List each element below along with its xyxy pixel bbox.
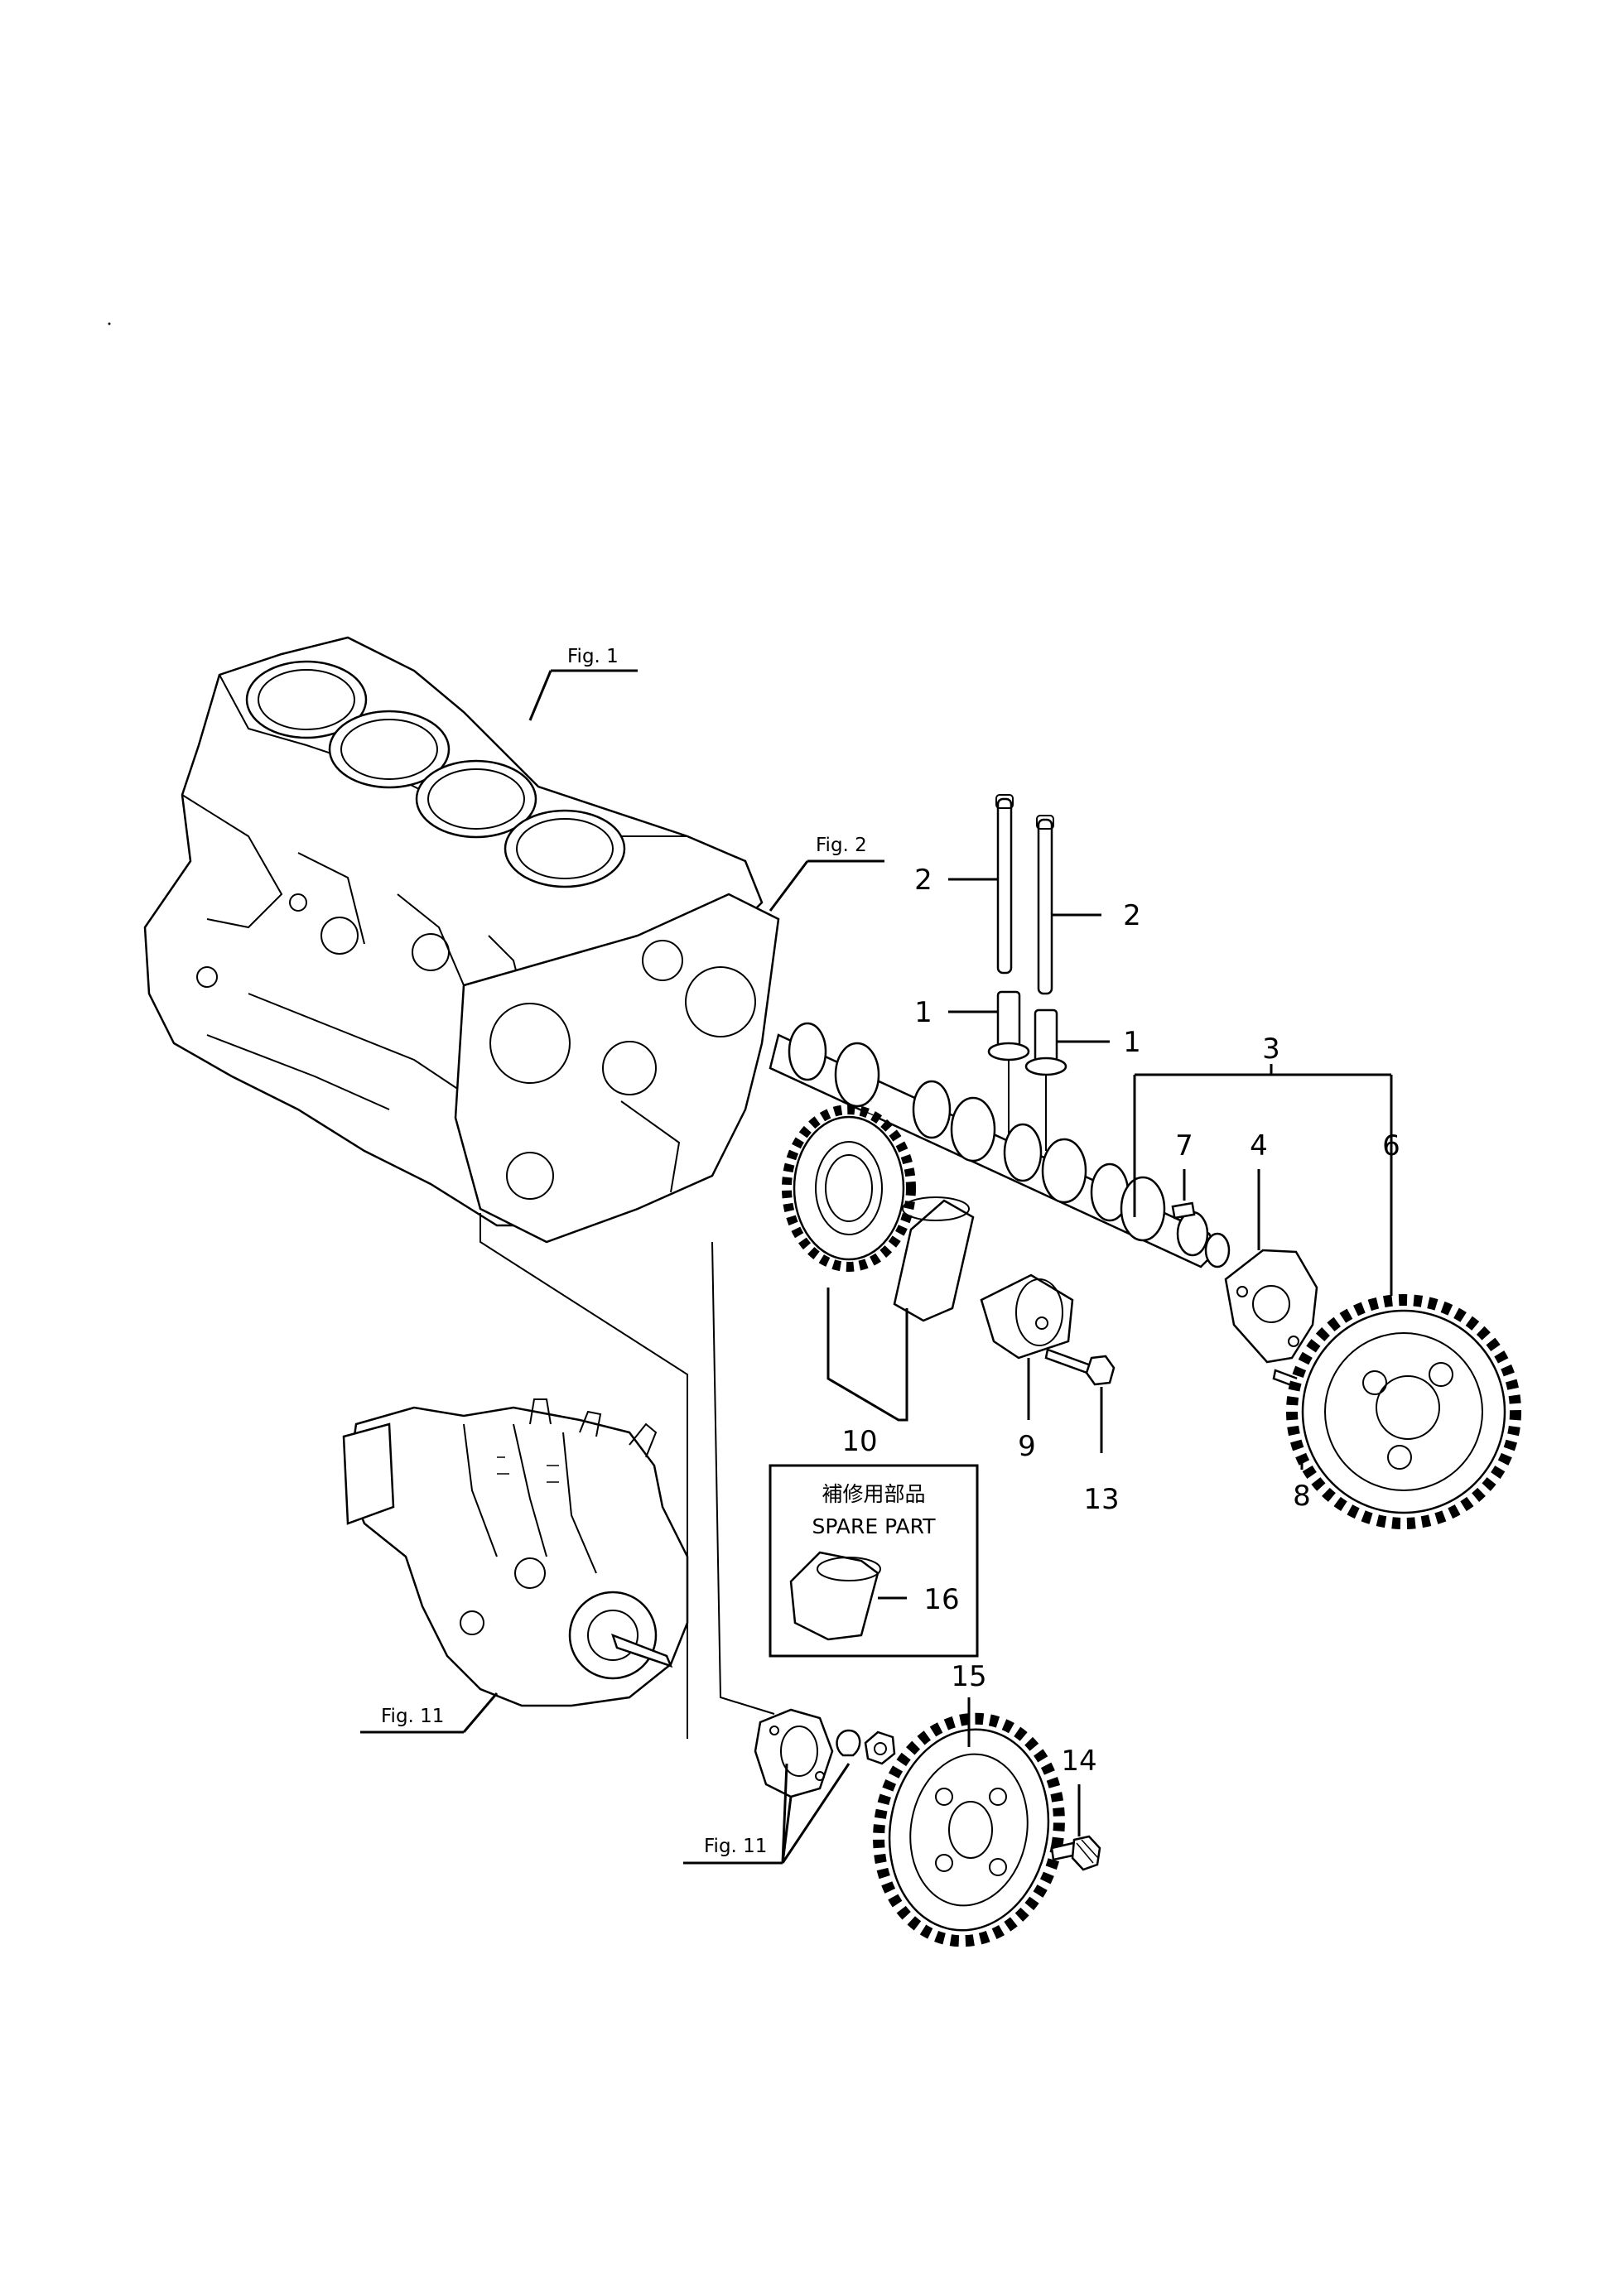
- label-p14: 14: [1061, 1745, 1096, 1778]
- fuel-pump-drive-gear: [873, 1712, 1065, 1947]
- label-p2-left: 2: [914, 864, 932, 897]
- camshaft: [769, 1022, 1231, 1268]
- cylinder-block: [143, 636, 780, 1244]
- label-p10: 10: [841, 1425, 877, 1458]
- camshaft-gear: [1286, 1294, 1521, 1529]
- idle-gear-shaft: [980, 1273, 1074, 1360]
- label-p15: 15: [951, 1660, 986, 1693]
- pump-nut: [864, 1730, 896, 1765]
- pump-hub: [754, 1708, 834, 1798]
- thrust-plate: [1224, 1249, 1318, 1364]
- spare-title-jp: 補修用部品: [822, 1482, 925, 1506]
- bolt-13: [1044, 1348, 1116, 1386]
- label-p13: 13: [1083, 1483, 1119, 1516]
- label-p2-right: 2: [1123, 899, 1141, 932]
- label-p3: 3: [1262, 1032, 1280, 1066]
- fuel-injection-pump: [342, 1398, 689, 1707]
- label-p16: 16: [923, 1583, 959, 1616]
- fig2-label: Fig. 2: [816, 835, 867, 856]
- fig1-label: Fig. 1: [567, 646, 619, 667]
- spare-part-box: 補修用部品 SPARE PART 16: [769, 1464, 979, 1658]
- label-p4: 4: [1250, 1129, 1268, 1162]
- label-p8: 8: [1293, 1480, 1311, 1513]
- fig11-parts-label: Fig. 11: [704, 1836, 767, 1857]
- spare-title-en: SPARE PART: [812, 1514, 937, 1538]
- woodruff-key: [1171, 1201, 1196, 1220]
- idle-gear: [782, 1105, 916, 1272]
- label-p9: 9: [1018, 1430, 1036, 1463]
- label-p1-right: 1: [1123, 1026, 1141, 1059]
- label-p1-left: 1: [914, 996, 932, 1029]
- fig11-pump-label: Fig. 11: [381, 1706, 444, 1727]
- spare-bushing: [789, 1551, 881, 1641]
- label-p7: 7: [1175, 1129, 1193, 1162]
- idle-gear-bushing: [893, 1196, 975, 1322]
- label-p6: 6: [1382, 1129, 1400, 1162]
- push-rod-left: [995, 794, 1014, 975]
- push-rod-right: [1036, 815, 1054, 995]
- tappet-left: [987, 990, 1030, 1061]
- gear-nut: [1050, 1835, 1101, 1871]
- lock-washer: [836, 1729, 861, 1757]
